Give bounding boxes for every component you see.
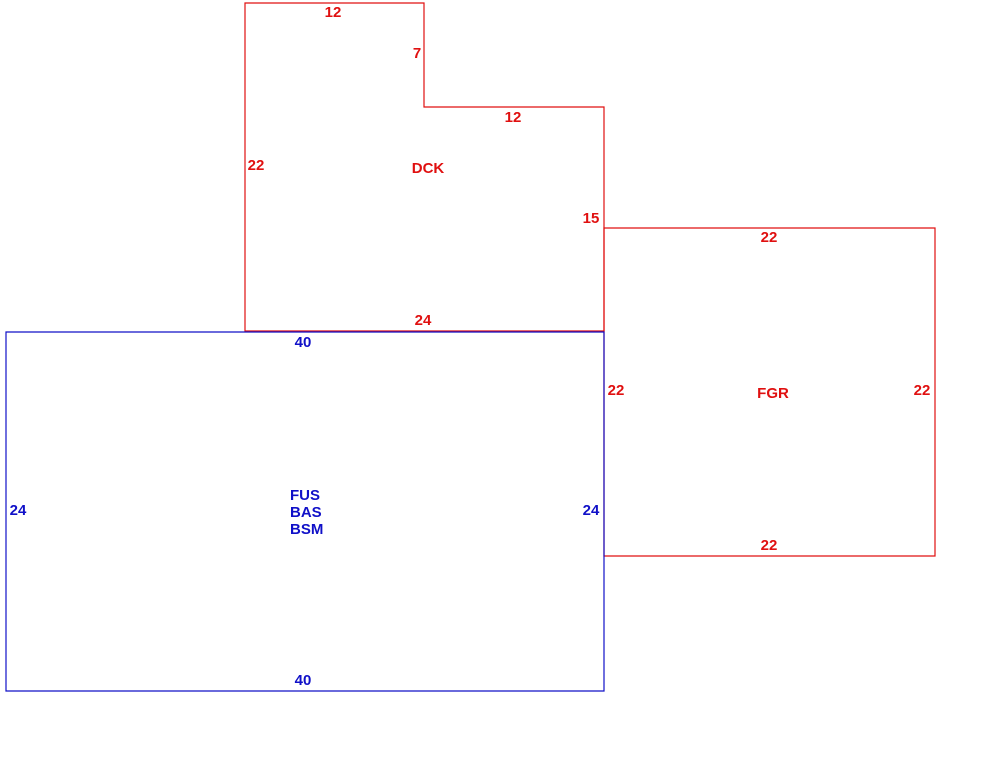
garage-dim-left: 22 bbox=[608, 382, 625, 399]
deck-dim-bottom: 24 bbox=[415, 312, 432, 329]
house-code-1: FUS bbox=[290, 487, 320, 504]
house-dim-bottom: 40 bbox=[295, 672, 312, 689]
house-code-3: BSM bbox=[290, 521, 323, 538]
house-dim-top: 40 bbox=[295, 334, 312, 351]
house-dim-right: 24 bbox=[583, 502, 600, 519]
garage-dim-top: 22 bbox=[761, 229, 778, 246]
deck-dim-top: 12 bbox=[325, 4, 342, 21]
deck-area-name: DCK bbox=[412, 160, 445, 177]
deck-outline[interactable] bbox=[244, 2, 605, 332]
deck-dim-right: 15 bbox=[583, 210, 600, 227]
deck-dim-notch-vertical: 7 bbox=[413, 45, 421, 62]
garage-area-name: FGR bbox=[757, 385, 789, 402]
house-code-2: BAS bbox=[290, 504, 322, 521]
garage-dim-right: 22 bbox=[914, 382, 931, 399]
deck-dim-left: 22 bbox=[248, 157, 265, 174]
deck-dim-notch-horizontal: 12 bbox=[505, 109, 522, 126]
house-outline[interactable] bbox=[5, 331, 605, 692]
garage-dim-bottom: 22 bbox=[761, 537, 778, 554]
house-dim-left: 24 bbox=[10, 502, 27, 519]
